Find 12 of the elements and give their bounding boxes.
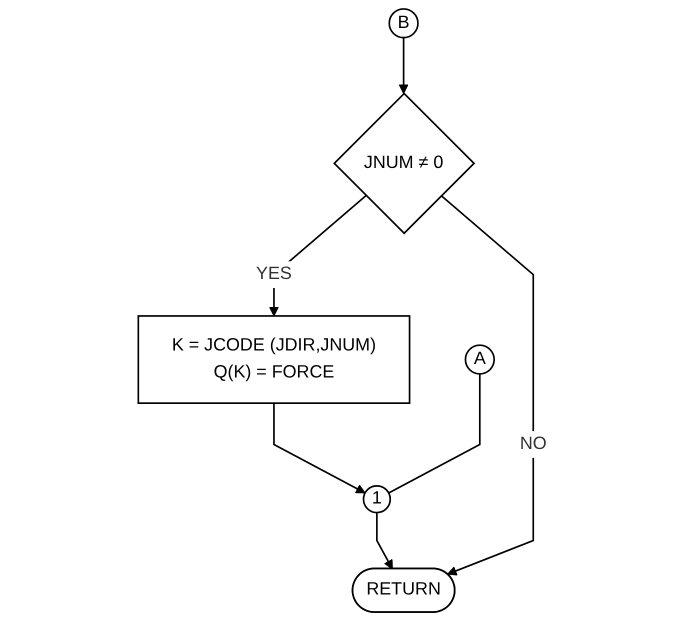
node-circle: A (464, 344, 495, 375)
node-diamond: JNUM ≠ 0 (333, 92, 476, 234)
node-circle: 1 (362, 485, 392, 514)
arrow (273, 403, 366, 494)
arrow (440, 195, 534, 576)
connector (388, 374, 481, 494)
edge-label: NO (520, 434, 547, 454)
edge-label: YES (256, 264, 292, 284)
node-box: K = JCODE (JDIR,JNUM) Q(K) = FORCE (137, 315, 410, 404)
arrow (376, 512, 393, 570)
arrow (398, 38, 409, 94)
node-circle: B (388, 8, 419, 38)
